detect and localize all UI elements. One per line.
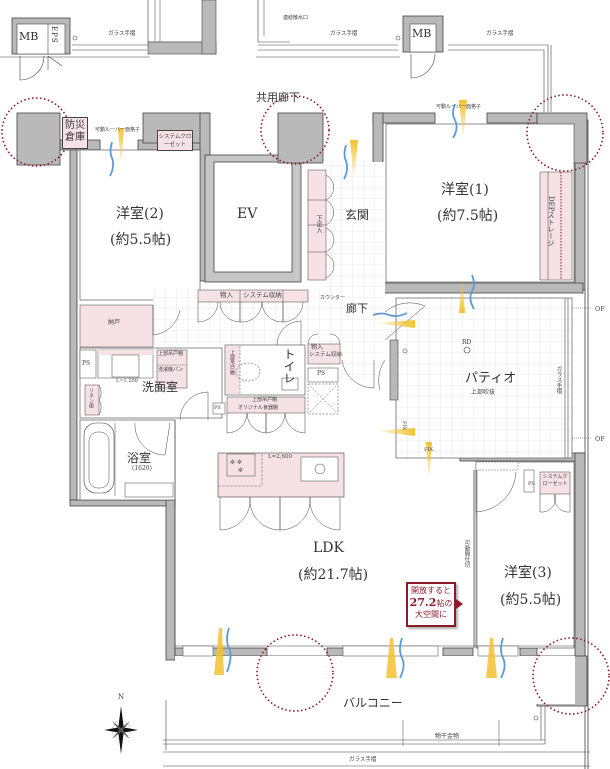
glass-rail-label-3: ガラス手摺	[486, 31, 514, 37]
washstand-length-label: L=1,200	[116, 378, 138, 384]
storeroom-label: 納戸	[108, 319, 121, 326]
western-room-3-name: 洋室(3)	[504, 565, 552, 581]
system-closet-2-label: システムクローゼット	[542, 474, 568, 487]
storage-1-label: 物入	[220, 291, 233, 299]
of-label-2: OF	[595, 435, 605, 443]
eps-label: EPS	[50, 26, 58, 44]
dep-storage-label: DEPストレージ	[547, 196, 555, 247]
western-room-3-size: (約5.5帖)	[500, 592, 562, 608]
bathroom-label: 浴室	[127, 451, 152, 465]
western-room-2-name: 洋室(2)	[116, 206, 164, 222]
storage-2-label: 物入	[311, 344, 324, 351]
elevator-label: EV	[237, 206, 258, 222]
patio-label: パティオ	[465, 371, 517, 386]
bathroom-size-label: (1620)	[132, 465, 152, 472]
fire-hydrant-label: 連結散水口	[283, 15, 309, 21]
movable-partition-label: 可動間仕切	[463, 540, 470, 568]
western-room-2-size: (約5.5帖)	[110, 232, 172, 248]
ldk-name: LDK	[313, 540, 344, 556]
louver-label-1: 可動ルーバー面格子	[95, 127, 140, 133]
shoe-box-label: 下足入	[315, 215, 322, 233]
louver-label-2: 可動ルーバー面格子	[436, 104, 481, 110]
ps-label-4: PS	[528, 481, 535, 487]
svg-text:✲ ✲: ✲ ✲	[230, 459, 242, 466]
kitchen-counter: ✲ ✲ ✲	[217, 452, 345, 498]
ventilation-indicators	[109, 100, 506, 679]
callout-pointer	[456, 599, 463, 609]
ps-label-2: PS	[317, 370, 326, 377]
common-corridor-label: 共用廊下	[256, 91, 300, 104]
patio-area	[395, 297, 573, 459]
system-closet-1-label: システムクローゼット	[158, 134, 192, 148]
hallway-label: 廊下	[346, 302, 368, 315]
toilet-label: トイレ	[282, 348, 296, 384]
callout-area-number: 27.2	[409, 596, 437, 609]
ps-label-1: PS	[82, 360, 91, 367]
drying-hardware-label: 物干金物	[435, 733, 460, 740]
patio-note-label: 上部吹抜	[471, 389, 496, 396]
callout-area-unit: 帖の	[436, 599, 453, 608]
glass-rail-label-1: ガラス手摺	[108, 31, 136, 37]
balcony-label: バルコニー	[343, 696, 403, 710]
washroom-label: 洗面室	[142, 380, 179, 394]
disaster-storage-label: 防災倉庫	[65, 120, 85, 143]
callout-line-1: 開放すると	[411, 586, 451, 595]
system-closet-1: システムクローゼット	[157, 130, 193, 151]
system-storage-2-label: システム収納	[309, 352, 342, 358]
ldk-size: (約21.7帖)	[298, 567, 369, 583]
upper-cabinet-toilet-label: 上部吊戸棚	[229, 350, 235, 375]
glass-rail-label-2: ガラス手摺	[330, 31, 358, 37]
upper-cabinet-laundry-label: 上部吊戸棚	[158, 351, 184, 357]
ps-label-3: PS	[214, 405, 221, 411]
mb-right-label: MB	[412, 27, 432, 40]
counter-label: カウンター	[320, 295, 346, 301]
disaster-storage-box: 防災倉庫	[62, 117, 88, 149]
open-space-callout: 開放すると 27.2帖の 大空間に	[406, 582, 456, 627]
western-room-1-size: (約7.5帖)	[437, 208, 499, 224]
compass-north-label: N	[118, 693, 125, 701]
room-western-2-area	[79, 149, 201, 301]
fix-label-2: FIX	[424, 447, 434, 453]
original-cupboard-label: オリジナル食器棚	[238, 405, 279, 411]
kitchen-length-label: L=2,600	[268, 454, 293, 460]
fix-label-1: FIX	[401, 421, 407, 431]
svg-text:✲: ✲	[238, 467, 243, 474]
entrance-label: 玄関	[345, 208, 370, 222]
mb-eps-left	[11, 17, 71, 55]
mb-eps-doors	[19, 55, 63, 81]
glass-rail-label-4: ガラス手摺	[555, 366, 562, 394]
compass-icon	[104, 706, 138, 754]
glass-rail-label-5: ガラス手摺	[349, 757, 377, 763]
callout-line-3: 大空間に	[415, 609, 447, 619]
of-label-1: OF	[595, 305, 605, 313]
mb-left-label: MB	[19, 30, 39, 43]
upper-cabinet-kitchen-label: 上部吊戸棚	[252, 397, 278, 403]
laundry-pan-label: 洗濯機パン	[158, 367, 184, 373]
system-storage-1-label: システム収納	[243, 291, 282, 299]
roof-drain-label: RD	[462, 339, 472, 346]
western-room-1-name: 洋室(1)	[441, 182, 489, 198]
linen-storage-label: リネン庫	[88, 388, 94, 408]
